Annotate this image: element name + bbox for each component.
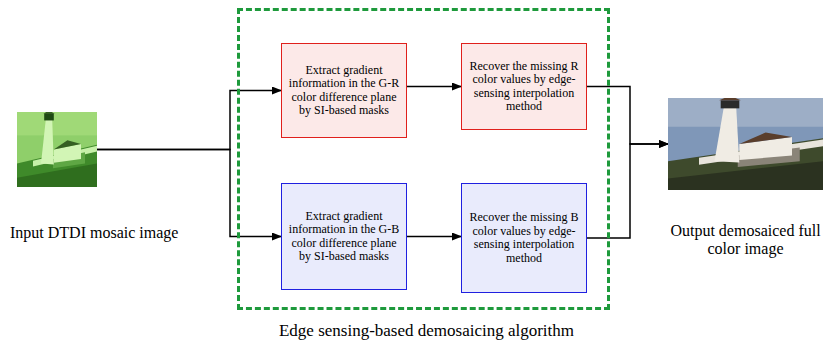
connector [407,86,461,88]
algorithm-group: Edge sensing-based demosaicing algorithm… [237,8,610,310]
image-caption: Input DTDI mosaic image [10,224,210,242]
photo-illustration [668,98,823,190]
connector [97,91,281,150]
box-text: Recover the missing R color values by ed… [466,60,582,114]
connector [407,236,461,238]
image-frame: Input DTDI mosaic image [17,112,97,187]
connector [587,144,668,238]
group-label: Edge sensing-based demosaicing algorithm [240,321,613,341]
connector [587,87,668,145]
process-box: Extract gradient information in the G-B … [281,183,407,290]
box-text: Recover the missing B color values by ed… [466,211,582,265]
process-box: Recover the missing R color values by ed… [461,43,587,130]
process-box: Recover the missing B color values by ed… [461,183,587,293]
image-frame: Output demosaiced full color image [668,98,823,190]
connector [97,150,281,237]
box-text: Extract gradient information in the G-B … [286,210,402,264]
image-caption: Output demosaiced full color image [663,222,828,258]
photo-illustration [17,112,97,187]
box-text: Extract gradient information in the G-R … [286,64,402,118]
process-box: Extract gradient information in the G-R … [281,43,407,138]
